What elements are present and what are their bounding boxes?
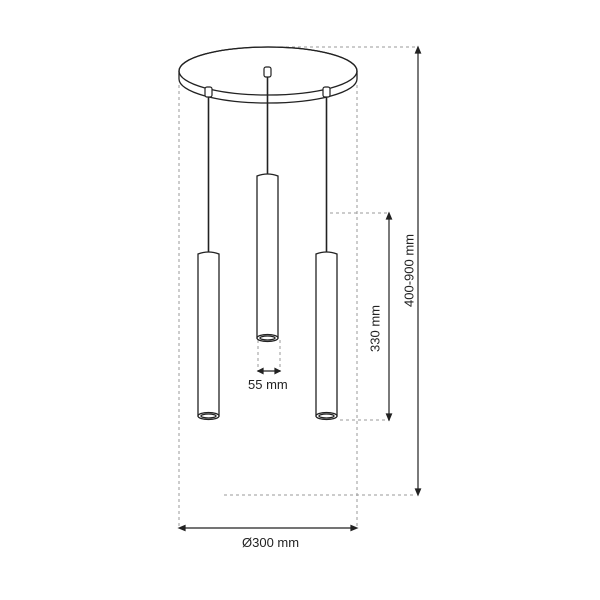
pendant-center xyxy=(256,173,279,343)
pendant-right xyxy=(315,251,338,421)
canopy-diameter-label: Ø300 mm xyxy=(242,535,300,550)
dimension-arrows xyxy=(177,45,422,532)
pendant-height-label: 330 mm xyxy=(367,305,383,352)
pendant-diameter-label: 55 mm xyxy=(248,377,288,392)
guide-lines xyxy=(178,46,416,528)
pendant-left xyxy=(197,251,220,421)
total-height-label: 400-900 mm xyxy=(401,234,417,307)
cables xyxy=(207,77,328,252)
